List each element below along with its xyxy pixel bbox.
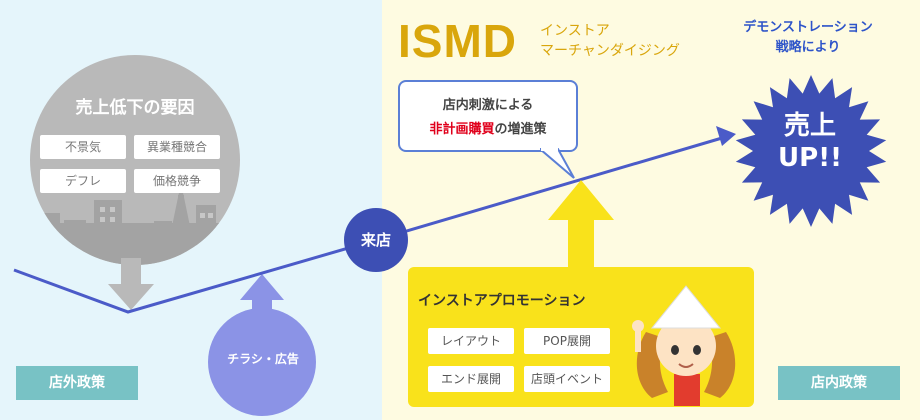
factor-price-competition: 価格競争 bbox=[134, 169, 220, 193]
ismd-subtitle-line2: マーチャンダイジング bbox=[540, 43, 680, 59]
bubble-tail-icon bbox=[540, 148, 575, 179]
sales-up-line1: 売上 bbox=[783, 111, 836, 141]
sales-up-starburst-icon bbox=[735, 75, 887, 227]
ismd-title: ISMD bbox=[398, 15, 517, 67]
bubble-line2: 非計画購買の増進策 bbox=[400, 118, 576, 137]
promo-layout: レイアウト bbox=[428, 328, 514, 354]
demonstration-line1: デモンストレーション bbox=[743, 20, 873, 35]
up-arrow-icon bbox=[240, 274, 284, 334]
ismd-subtitle-line1: インストア bbox=[540, 23, 610, 39]
bubble-line1: 店内刺激による bbox=[442, 98, 534, 113]
promo-storefront-event: 店頭イベント bbox=[524, 366, 610, 392]
factor-cross-industry-competition: 異業種競合 bbox=[134, 135, 220, 159]
yellow-up-arrow-icon bbox=[548, 180, 614, 270]
demonstration-line2: 戦略により bbox=[775, 40, 841, 55]
unplanned-purchase-text: 非計画購買 bbox=[429, 122, 495, 137]
factor-recession: 不景気 bbox=[40, 135, 126, 159]
promo-end-display: エンド展開 bbox=[428, 366, 514, 392]
city-skyline-icon bbox=[30, 183, 240, 265]
factor-deflation: デフレ bbox=[40, 169, 126, 193]
bubble-line2-rest: の増進策 bbox=[494, 122, 547, 137]
in-store-promotion-title: インストアプロモーション bbox=[418, 293, 586, 309]
down-arrow-icon bbox=[108, 258, 154, 310]
sales-decline-factors-circle: 売上低下の要因 不景気 異業種競合 デフレ 価格競争 bbox=[30, 55, 240, 265]
sales-decline-title: 売上低下の要因 bbox=[75, 98, 195, 118]
sales-up-line2: UP!! bbox=[778, 143, 842, 173]
outside-store-policy-tag: 店外政策 bbox=[16, 366, 138, 400]
sales-up-label: 売上 UP!! bbox=[760, 110, 860, 174]
promo-pop-display: POP展開 bbox=[524, 328, 610, 354]
mascot-character-icon bbox=[632, 285, 736, 406]
store-visit-node: 来店 bbox=[344, 208, 408, 272]
flyer-ad-label: チラシ・広告 bbox=[227, 352, 299, 366]
in-store-policy-tag: 店内政策 bbox=[778, 366, 900, 400]
in-store-stimulus-bubble: 店内刺激による 非計画購買の増進策 bbox=[398, 80, 578, 152]
